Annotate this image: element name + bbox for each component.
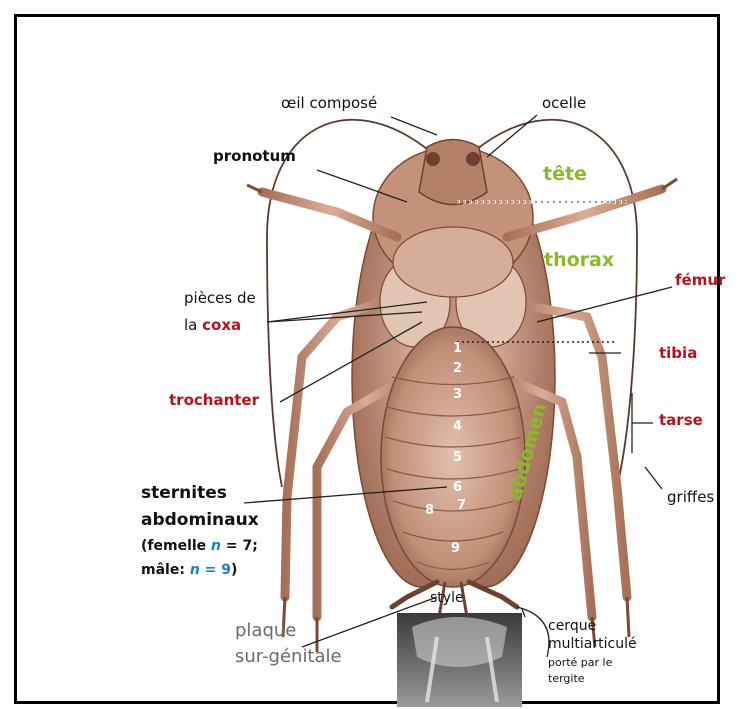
label-n-female: n: [211, 538, 221, 554]
label-multiarticule: multiarticulé: [548, 637, 637, 652]
segment-number: 1: [453, 341, 462, 356]
segment-number: 3: [453, 387, 462, 402]
label-compound-eye: œil composé: [281, 95, 377, 112]
label-female-count: (femelle n = 7;: [141, 539, 258, 554]
label-close-paren: ): [231, 562, 237, 578]
compound-eye-right: [466, 152, 480, 166]
label-tergite: tergite: [548, 673, 585, 685]
segment-number: 2: [453, 361, 462, 376]
label-la: la: [184, 316, 197, 334]
label-thorax: thorax: [544, 250, 614, 271]
label-pronotum: pronotum: [213, 148, 296, 165]
label-femelle: (femelle: [141, 538, 211, 554]
label-male: mâle:: [141, 562, 190, 578]
label-cerque: cerque: [548, 619, 596, 634]
cockroach-illustration: [17, 17, 723, 707]
segment-number: 9: [451, 541, 460, 556]
compound-eye-left: [426, 152, 440, 166]
label-male-count: mâle: n = 9): [141, 563, 237, 578]
label-pieces-de: pièces de: [184, 290, 256, 307]
label-la-coxa: la coxa: [184, 317, 241, 334]
label-semicolon: ;: [252, 538, 258, 554]
label-sternites: sternites: [141, 484, 227, 503]
label-sur-genitale: sur-génitale: [235, 647, 342, 667]
label-eq-female: = 7: [221, 538, 252, 554]
label-griffes: griffes: [667, 489, 714, 506]
label-plaque: plaque: [235, 621, 296, 641]
segment-number: 8: [425, 503, 434, 518]
figure-frame: 1 2 3 4 5 6 7 8 9 œil composé ocelle pro…: [14, 14, 720, 704]
label-abdominaux: abdominaux: [141, 511, 259, 530]
label-ocelle: ocelle: [542, 95, 586, 112]
thorax-plate: [393, 227, 513, 297]
head-shape: [419, 140, 487, 205]
label-coxa: coxa: [202, 316, 241, 334]
label-porte-par-le: porté par le: [548, 657, 612, 669]
label-n-male: n: [190, 562, 200, 578]
label-style: style: [430, 591, 464, 606]
segment-number: 4: [453, 419, 462, 434]
label-tete: tête: [543, 164, 587, 185]
segment-number: 5: [453, 450, 462, 465]
label-femur: fémur: [675, 272, 725, 289]
segment-number: 7: [457, 498, 466, 513]
label-tibia: tibia: [659, 345, 697, 362]
label-trochanter: trochanter: [169, 392, 259, 409]
segment-number: 6: [453, 480, 462, 495]
label-eq-male: = 9: [200, 562, 231, 578]
label-tarse: tarse: [659, 412, 703, 429]
